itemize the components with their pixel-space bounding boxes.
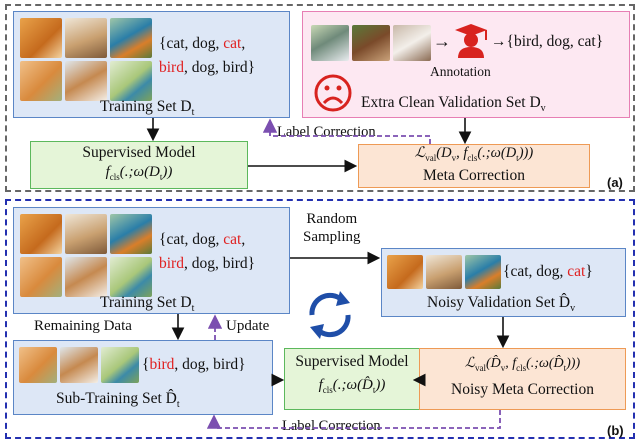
label-correction-b: Label Correction [282,418,381,434]
training-set-label-a: Training Set Dt [100,98,195,119]
cat-photo [19,347,57,383]
sad-face-icon [314,74,352,112]
panel-b-tag: (b) [607,423,624,438]
label-correction-arrow-b [206,410,501,429]
dog-photo [65,257,107,297]
clean-validation-box: → →{bird, dog, cat} Annotation Extra Cle… [302,11,630,118]
cat-photo [20,61,62,101]
training-labels-a: {cat, dog, cat, bird, dog, bird} [159,35,256,76]
supervised-model-formula-a: fcls(.;ω(Dt)) [105,164,173,182]
bird-photo [110,214,152,254]
noisy-meta-correction-box: ℒval(D̂v, fcls(.;ω(D̂t))) Noisy Meta Cor… [419,348,626,410]
supervised-model-title-a: Supervised Model [82,144,196,161]
bird-photo [101,347,139,383]
cat-photo [387,255,423,289]
bird-photo [110,257,152,297]
noisy-validation-box: {cat, dog, cat} Noisy Validation Set D̂v [381,248,626,317]
sub-training-labels: {bird, dog, bird} [142,356,246,373]
training-set-label-b: Training Set Dt [100,294,195,315]
bird-photo [110,61,152,101]
dog-photo [60,347,98,383]
bird-photo [110,18,152,58]
supervised-model-box-a: Supervised Model fcls(.;ω(Dt)) [30,141,248,189]
sub-training-box: {bird, dog, bird} Sub-Training Set D̂t [13,340,273,415]
supervised-model-formula-b: fcls(.;ω(D̂t)) [318,377,386,395]
panel-a-tag: (a) [607,175,623,190]
dog-photo [426,255,462,289]
noisy-validation-label: Noisy Validation Set D̂v [427,294,576,315]
dog-photo [65,18,107,58]
refresh-cycle-icon [309,291,351,339]
supervised-model-box-b: Supervised Model fcls(.;ω(D̂t)) [284,348,420,410]
sub-training-label: Sub-Training Set D̂t [56,390,180,411]
meta-correction-box: ℒval(Dv, fcls(.;ω(Dt))) Meta Correction [358,144,590,188]
noisy-validation-labels: {cat, dog, cat} [503,263,593,280]
panel-b-frame [5,199,635,439]
bird-photo [465,255,501,289]
cat-photo [20,214,62,254]
cat-photo [393,25,431,61]
annotator-icon [455,24,487,58]
dog-photo [65,214,107,254]
panel-a-frame [5,4,635,192]
training-labels-b: {cat, dog, cat, bird, dog, bird} [159,231,256,272]
noisy-meta-formula: ℒval(D̂v, fcls(.;ω(D̂t))) [464,356,581,373]
meta-correction-title: Meta Correction [422,167,525,184]
remaining-data-label: Remaining Data [34,318,132,334]
dog-photo [65,61,107,101]
annotation-label: Annotation [430,64,491,79]
annotated-labels: →{bird, dog, cat} [491,33,604,50]
dog-photo [352,25,390,61]
update-label: Update [226,318,270,334]
noisy-meta-title: Noisy Meta Correction [451,381,594,398]
label-correction-arrow-a [262,118,431,144]
meta-correction-formula: ℒval(Dv, fcls(.;ω(Dt))) [414,145,534,163]
clean-validation-label: Extra Clean Validation Set Dv [361,94,546,115]
cat-photo [20,18,62,58]
supervised-model-title-b: Supervised Model [295,353,409,370]
cat-photo [20,257,62,297]
bird-photo [311,25,349,61]
training-set-box-b: {cat, dog, cat, bird, dog, bird} Trainin… [13,207,290,314]
training-set-box-a: {cat, dog, cat, bird, dog, bird} Trainin… [13,11,290,118]
arrow-icon: → [433,31,451,51]
